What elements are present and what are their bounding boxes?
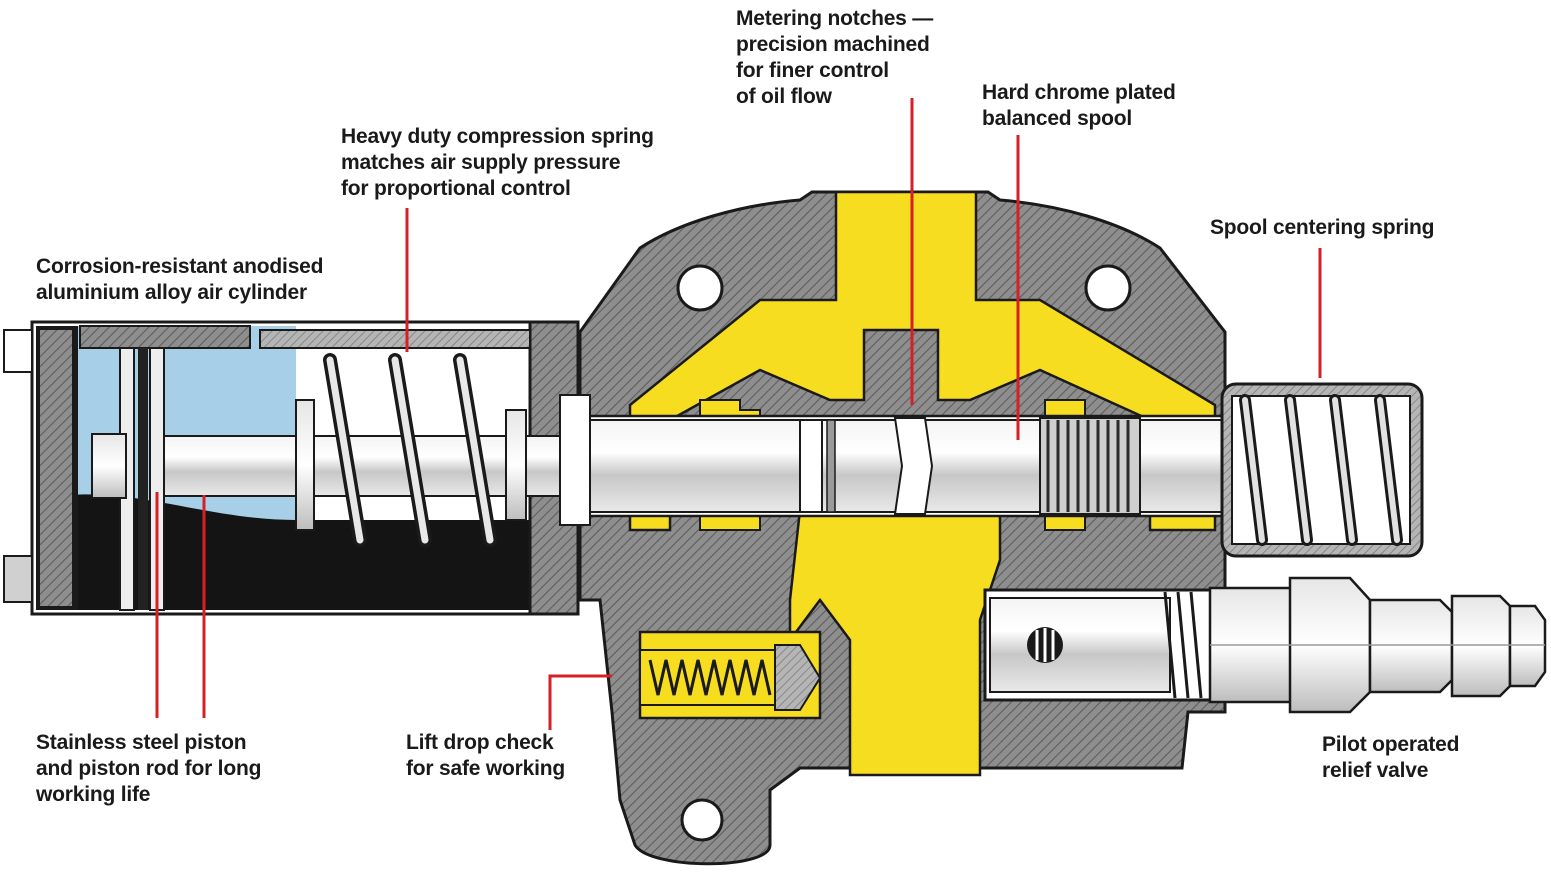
label-centering-spring: Spool centering spring [1210, 216, 1435, 239]
centering-spring-housing [1220, 382, 1424, 558]
label-relief-valve: Pilot operated relief valve [1322, 733, 1460, 782]
label-lift-drop-check: Lift drop check for safe working [406, 731, 565, 780]
label-piston: Stainless steel piston and piston rod fo… [36, 731, 262, 806]
spool-assembly [573, 414, 1237, 518]
label-compression-spring: Heavy duty compression spring matches ai… [341, 125, 654, 200]
air-cylinder [3, 320, 591, 616]
label-air-cylinder: Corrosion-resistant anodised aluminium a… [36, 255, 324, 304]
lift-drop-check [639, 644, 822, 711]
leader-lift [548, 674, 612, 730]
piston [119, 347, 165, 611]
label-balanced-spool: Hard chrome plated balanced spool [982, 81, 1176, 130]
relief-valve [983, 576, 1547, 714]
leader-lines [155, 98, 1322, 730]
label-metering-notches: Metering notches — precision machined fo… [736, 7, 934, 108]
